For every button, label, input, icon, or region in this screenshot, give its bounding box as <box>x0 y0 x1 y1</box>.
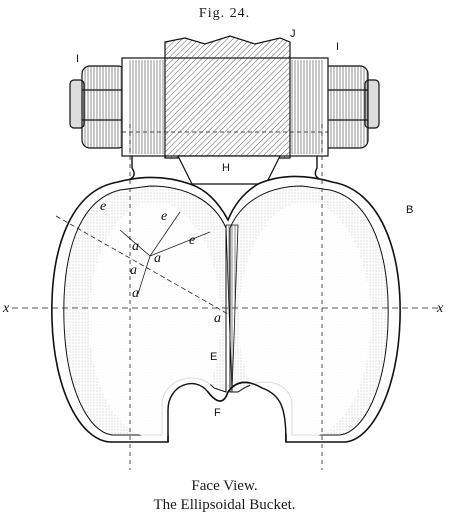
label-F: F <box>214 407 221 419</box>
label-E: E <box>210 351 217 363</box>
label-I-left: I <box>76 53 79 65</box>
label-a-3: a <box>130 263 137 278</box>
bolt-assembly <box>69 35 380 159</box>
caption-face-view: Face View. <box>191 478 258 494</box>
label-H: H <box>222 162 230 174</box>
label-a-2: a <box>154 251 161 266</box>
construction-lines <box>12 124 440 470</box>
label-a-4: a <box>132 286 139 301</box>
J-bar <box>164 35 291 159</box>
label-B: B <box>406 204 413 216</box>
label-a-5: a <box>214 311 221 326</box>
label-x-left: x <box>2 301 10 316</box>
label-J: J <box>290 28 296 40</box>
label-e-1: e <box>100 199 106 214</box>
bucket-body <box>51 155 401 443</box>
label-x-right: x <box>436 301 444 316</box>
label-e-3: e <box>189 233 195 248</box>
figure-number: Fig. 24. <box>198 6 251 21</box>
left-nut <box>81 65 127 149</box>
right-nut <box>321 65 369 149</box>
label-I-right: I <box>336 41 339 53</box>
label-a-1: a <box>132 239 139 254</box>
label-e-2: e <box>161 209 167 224</box>
caption-title: The Ellipsoidal Bucket. <box>153 497 296 513</box>
